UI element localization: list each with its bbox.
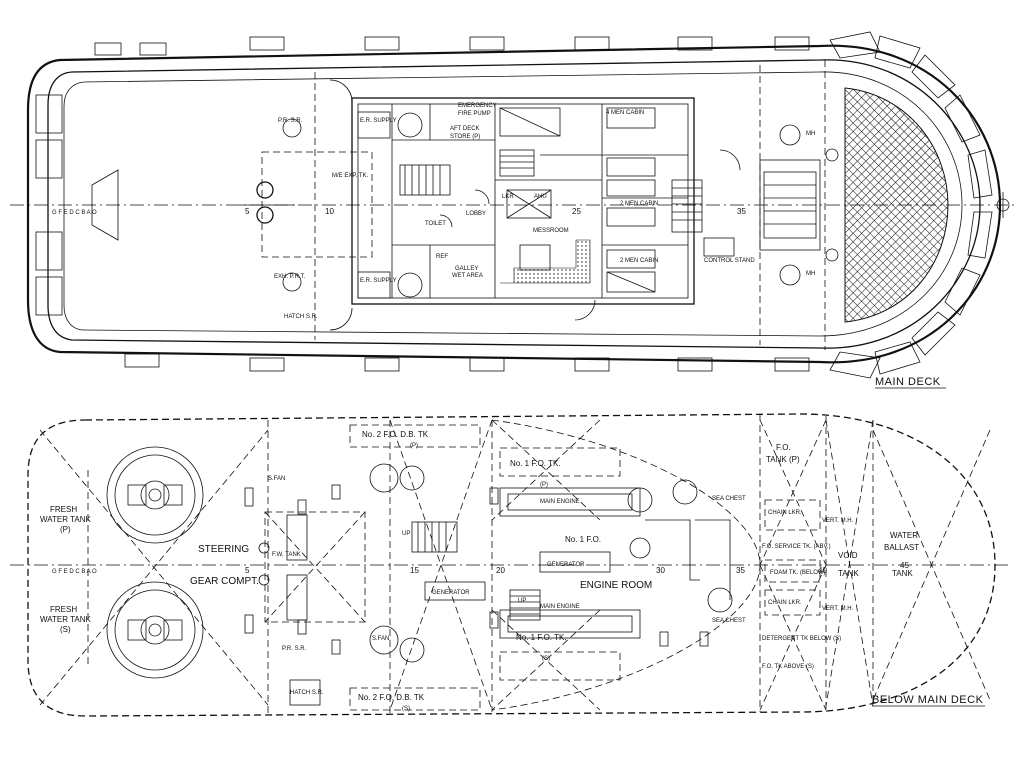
below-main-deck-plan: FRESH WATER TANK (P) FRESH WATER TANK (S… [10, 413, 1010, 717]
label-no1-fo-tk-s: No. 1 F.O. TK. [516, 633, 567, 642]
label-gear-compt: GEAR COMPT. [190, 576, 259, 587]
frame-35-below: 35 [736, 566, 745, 575]
label-fw-tank-p-3: (P) [60, 525, 71, 534]
label-control-stand: CONTROL STAND [704, 258, 755, 264]
label-s-fan-bottom: S.FAN [372, 636, 389, 642]
label-void-2: TANK [838, 569, 859, 578]
label-generator-2: GENERATOR [432, 590, 470, 596]
label-fire-pump: FIRE PUMP [458, 111, 491, 117]
label-sea-chest-top: SEA CHEST [712, 496, 746, 502]
label-emergency: EMERGENCY [458, 103, 497, 109]
label-fo-tank-p-2: TANK (P) [766, 455, 800, 464]
label-fo-tk-above: F.O. TK ABOVE (S) [762, 664, 814, 670]
label-4-men-cabin: 4 MEN CABIN [606, 110, 644, 116]
steering-unit-starboard [106, 581, 204, 679]
label-vert-mh-top: VERT. M.H. [822, 518, 854, 524]
label-lkr: LKR [502, 194, 514, 200]
main-deck-labels: EMERGENCY FIRE PUMP AFT DECK STORE (P) M… [52, 103, 815, 320]
label-chain-lkr-top: CHAIN LKR. [768, 510, 802, 516]
label-fw-tank-s-3: (S) [60, 625, 71, 634]
label-main-engine-bottom: MAIN ENGINE [540, 604, 580, 610]
frame-45-below: 45 [900, 561, 909, 570]
label-pr-sr: P.R. S.R. [278, 118, 303, 124]
label-no1-fo-center: No. 1 F.O. [565, 535, 601, 544]
frame-30-below: 30 [656, 566, 665, 575]
frame-10: 10 [325, 207, 334, 216]
label-water-ballast-1: WATER [890, 531, 918, 540]
baseline-letters: G F E D C B A O [52, 210, 97, 216]
label-s-fan-top: S.FAN [268, 476, 285, 482]
label-fo-tank-p-1: F.O. [776, 443, 791, 452]
label-void-1: VOID [838, 551, 858, 560]
label-me-exp-tk: M/E EXP. TK. [332, 173, 368, 179]
label-fw-tank: F.W. TANK [272, 552, 301, 558]
label-sea-chest-bottom: SEA CHEST [712, 618, 746, 624]
label-foam-tk: FOAM TK. (BELOW) [770, 570, 826, 576]
label-ahu: AHU [534, 194, 547, 200]
below-main-deck-title: BELOW MAIN DECK [872, 694, 984, 706]
label-vert-mh-bottom: VERT. M.H. [822, 606, 854, 612]
label-er-supply-top: E.R. SUPPLY [360, 118, 397, 124]
frame-5: 5 [245, 207, 250, 216]
label-engine-room: ENGINE ROOM [580, 580, 652, 591]
main-deck-title: MAIN DECK [875, 376, 941, 388]
label-no2-fo-db-tk-p-side: (P) [410, 443, 418, 449]
label-main-engine-top: MAIN ENGINE [540, 499, 580, 505]
label-galley: GALLEY [455, 266, 478, 272]
label-lobby: LOBBY [466, 211, 486, 217]
label-no2-fo-db-tk-p: No. 2 F.O. D.B. TK [362, 430, 429, 439]
label-fo-service-tk: F.O. SERVICE TK. (ABV.) [762, 544, 831, 550]
label-fw-tank-s-2: WATER TANK [40, 615, 91, 624]
label-water-ballast-2: BALLAST [884, 543, 919, 552]
label-exh-prt: EXH. P.R.T. [274, 274, 306, 280]
centreline-icon [996, 192, 1010, 218]
frame-20-below: 20 [496, 566, 505, 575]
frame-35: 35 [737, 207, 746, 216]
label-mh-top: MH [806, 131, 815, 137]
label-er-supply-bottom: E.R. SUPPLY [360, 278, 397, 284]
label-no1-fo-tk-p-side: (P) [540, 482, 548, 488]
label-messroom: MESSROOM [533, 228, 569, 234]
label-no2-fo-db-tk-s-side: (S) [402, 706, 410, 712]
label-up-1: UP [402, 531, 410, 537]
label-wet-area: WET AREA [452, 273, 483, 279]
main-deck-plan: EMERGENCY FIRE PUMP AFT DECK STORE (P) M… [10, 31, 1015, 389]
frame-25: 25 [572, 207, 581, 216]
label-fw-tank-p-1: FRESH [50, 505, 77, 514]
label-water-ballast-3: TANK [892, 569, 913, 578]
frame-40-below: 40 [818, 566, 827, 575]
label-detergent: DETERGENT TK BELOW (S) [762, 636, 841, 642]
label-fw-tank-s-1: FRESH [50, 605, 77, 614]
label-hatch-sr: HATCH S.R. [284, 314, 318, 320]
frame-5-below: 5 [245, 566, 250, 575]
label-steering: STEERING [198, 544, 249, 555]
label-aft-deck: AFT DECK [450, 126, 480, 132]
label-pr-sr-below: P.R. S.R. [282, 646, 307, 652]
steering-unit-port [106, 446, 204, 544]
label-fw-tank-p-2: WATER TANK [40, 515, 91, 524]
label-hatch-sr-below: HATCH S.R. [290, 690, 324, 696]
label-chain-lkr-bottom: CHAIN LKR. [768, 600, 802, 606]
label-mh-bottom: MH [806, 271, 815, 277]
baseline-letters-below: G F E D C B A O [52, 569, 97, 575]
label-no1-fo-tk-p: No. 1 F.O. TK. [510, 459, 561, 468]
frame-15-below: 15 [410, 566, 419, 575]
label-no1-fo-tk-s-side: (S) [542, 656, 550, 662]
label-up-2: UP [518, 598, 526, 604]
label-toilet: TOILET [425, 221, 446, 227]
label-generator-1: GENERATOR [547, 562, 585, 568]
label-2-men-cabin-b: 2 MEN CABIN [620, 258, 658, 264]
label-ref: REF [436, 254, 448, 260]
label-no2-fo-db-tk-s: No. 2 F.O. D.B. TK [358, 693, 425, 702]
below-deck-labels: FRESH WATER TANK (P) FRESH WATER TANK (S… [40, 430, 919, 712]
label-2-men-cabin-a: 2 MEN CABIN [620, 201, 658, 207]
label-store: STORE (P) [450, 134, 480, 140]
